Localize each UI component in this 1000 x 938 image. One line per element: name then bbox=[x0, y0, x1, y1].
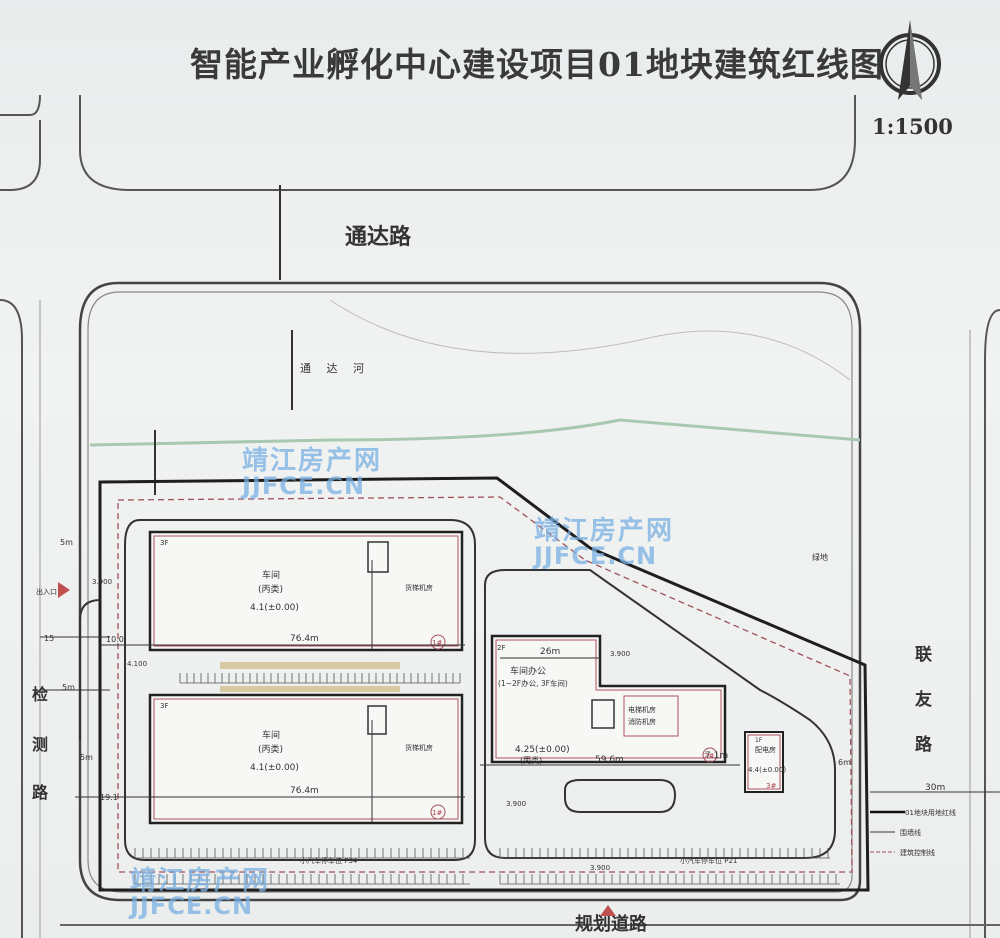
road-label-east-c3: 路 bbox=[915, 734, 933, 755]
parking-left-label: 小汽车停车位 P34 bbox=[300, 856, 358, 865]
building-4-elev: 4.4(±0.00) bbox=[748, 766, 786, 774]
scale-label: 1:1500 bbox=[872, 114, 953, 139]
north-arrow-icon bbox=[879, 20, 941, 100]
building-1-name: 车间 bbox=[262, 569, 280, 581]
building-2-class: (丙类) bbox=[258, 743, 283, 755]
entrance-marker-south bbox=[600, 905, 616, 916]
dim-setback-5m-a: 5m bbox=[60, 538, 73, 547]
watermark-2-cn: 靖江房产网 bbox=[534, 516, 675, 546]
road-label-west-group: 检 测 路 bbox=[32, 685, 49, 802]
dim-setback-5m-b: 5m bbox=[62, 683, 75, 692]
red-line-boundary bbox=[98, 476, 870, 892]
dim-setback-6m: 6m bbox=[838, 758, 851, 767]
dim-setback-5m-c: 5m bbox=[80, 753, 93, 762]
watermark-3-cn: 靖江房产网 bbox=[130, 866, 271, 896]
page-title: 智能产业孵化中心建设项目01地块建筑红线图 bbox=[190, 45, 884, 84]
entrance-marker-west bbox=[58, 582, 70, 598]
building-2-name: 车间 bbox=[262, 729, 280, 741]
watermark-2: 靖江房产网 JJFCE.CN bbox=[534, 518, 674, 568]
watermark-1-cn: 靖江房产网 bbox=[242, 446, 383, 476]
watermark-1: 靖江房产网 JJFCE.CN bbox=[242, 448, 382, 498]
building-3-pump: 消防机房 bbox=[628, 717, 656, 726]
building-3-class: (1~2F办公, 3F车间) bbox=[498, 678, 568, 688]
building-1-tag: 1# bbox=[432, 639, 442, 647]
road-label-east-group: 联 友 路 bbox=[915, 645, 933, 755]
dim-setback-15: 15 bbox=[44, 634, 54, 643]
building-2-floor: 3F bbox=[160, 702, 168, 710]
building-1-elev: 4.1(±0.00) bbox=[250, 603, 299, 613]
entrance-label: 出入口 bbox=[36, 587, 57, 596]
legend-fence: 围墙线 bbox=[900, 828, 921, 837]
building-2-tag: 1# bbox=[432, 809, 442, 817]
dim-len-office-top: 26m bbox=[540, 647, 560, 657]
dim-elev-4: 3.900 bbox=[506, 800, 526, 808]
dim-elev-1: 3.900 bbox=[92, 578, 112, 586]
dim-depth-left: 10.0 bbox=[106, 635, 124, 644]
river-label: 通 达 河 bbox=[300, 362, 370, 375]
watermark-3-en: JJFCE.CN bbox=[130, 892, 254, 920]
building-control-line bbox=[117, 496, 853, 873]
dim-width-right: 7.1m bbox=[705, 751, 728, 761]
dimension-lines bbox=[40, 560, 1000, 823]
watermark-1-en: JJFCE.CN bbox=[242, 472, 366, 500]
building-3-equipment: 电梯机房 bbox=[628, 705, 656, 714]
legend-building-control: 建筑控制线 bbox=[900, 848, 935, 857]
building-1-floor: 3F bbox=[160, 539, 168, 547]
building-2-elev: 4.1(±0.00) bbox=[250, 763, 299, 773]
building-1-top: 车间 (丙类) 4.1(±0.00) 货梯机房 3F 1# bbox=[148, 530, 464, 652]
dim-elev-2: 4.100 bbox=[127, 660, 147, 668]
building-4-floor: 1F bbox=[755, 737, 763, 744]
parking-right-label: 小汽车停车位 P21 bbox=[680, 856, 737, 865]
building-4-tag: 3# bbox=[766, 782, 776, 790]
building-3-sub: (丙类) bbox=[520, 755, 542, 765]
dim-elev-5: 3.900 bbox=[590, 864, 610, 872]
green-strip bbox=[220, 662, 400, 669]
road-label-east-c2: 友 bbox=[915, 689, 932, 710]
dim-elev-3: 3.900 bbox=[610, 650, 630, 658]
building-3-elev: 4.25(±0.00) bbox=[515, 745, 570, 755]
watermark-2-en: JJFCE.CN bbox=[534, 542, 658, 570]
road-label-north: 通达路 bbox=[345, 224, 412, 250]
road-network bbox=[0, 94, 1000, 938]
road-label-west-c3: 路 bbox=[32, 783, 49, 802]
building-4-name: 配电房 bbox=[755, 745, 776, 754]
dim-east-setback: 30m bbox=[925, 783, 945, 793]
road-label-west-c2: 测 bbox=[32, 735, 48, 754]
building-3-tag: 2# bbox=[704, 752, 714, 760]
survey-lines bbox=[154, 185, 293, 495]
green-label: 绿地 bbox=[812, 552, 828, 562]
legend-red-line: 01地块用地红线 bbox=[905, 808, 956, 817]
parking-bays bbox=[134, 673, 840, 885]
building-3-floor: 2F bbox=[497, 644, 505, 652]
building-3-name: 车间办公 bbox=[510, 665, 546, 677]
building-2-stair: 货梯机房 bbox=[405, 743, 433, 752]
building-4-substation: 配电房 4.4(±0.00) 1F 3# bbox=[744, 731, 786, 793]
building-1-stair: 货梯机房 bbox=[405, 583, 433, 592]
road-label-south: 规划道路 bbox=[575, 913, 648, 935]
watermark-3: 靖江房产网 JJFCE.CN bbox=[130, 868, 270, 918]
road-label-east-c1: 联 bbox=[915, 645, 932, 665]
building-3-office: 车间办公 (1~2F办公, 3F车间) 4.25(±0.00) (丙类) 电梯机… bbox=[490, 634, 727, 765]
building-2-bottom: 车间 (丙类) 4.1(±0.00) 货梯机房 3F 1# bbox=[148, 693, 464, 825]
dim-len-office: 59.6m bbox=[595, 755, 624, 765]
legend: 01地块用地红线 围墙线 建筑控制线 bbox=[870, 808, 956, 857]
dim-depth-left2: 19.1 bbox=[100, 793, 118, 802]
building-1-class: (丙类) bbox=[258, 583, 283, 595]
dim-len-bottom: 76.4m bbox=[290, 786, 319, 796]
road-label-west-c1: 检 bbox=[32, 685, 48, 704]
dim-len-top: 76.4m bbox=[290, 634, 319, 644]
